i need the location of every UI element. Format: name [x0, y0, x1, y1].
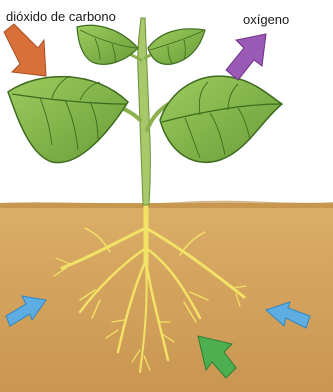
stem — [138, 18, 151, 205]
leaf-left — [8, 76, 128, 163]
leaf-top-right — [148, 29, 205, 65]
carbon-dioxide-label: dióxido de carbono — [6, 10, 116, 23]
soil — [0, 203, 333, 392]
carbon-dioxide-arrow — [4, 24, 46, 76]
soil-surface — [0, 201, 333, 208]
oxygen-arrow — [226, 34, 266, 80]
oxygen-label: oxígeno — [243, 13, 289, 26]
leaf-right — [160, 76, 282, 162]
leaf-top-left — [77, 25, 138, 64]
